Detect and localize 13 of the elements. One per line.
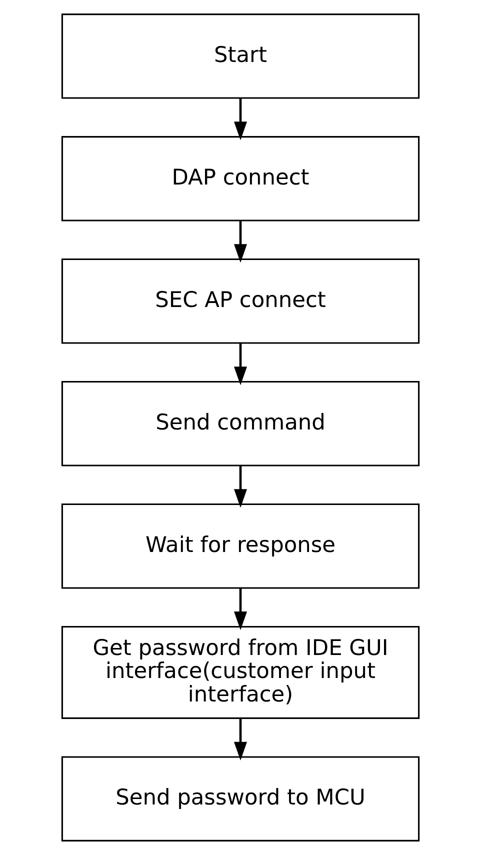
arrow <box>233 588 247 630</box>
node-box: Start <box>60 14 420 99</box>
arrow <box>233 718 247 760</box>
node-box: Wait for response <box>60 503 420 589</box>
arrow <box>233 220 247 263</box>
node-box: DAP connect <box>60 136 420 222</box>
node-box: Get password from IDE GUI interface(customer input interface) <box>60 626 420 719</box>
node-box: SEC AP connect <box>60 258 420 344</box>
node-box: Send password to MCU <box>60 756 420 842</box>
arrow <box>233 98 247 140</box>
arrow <box>233 343 247 386</box>
arrow <box>233 466 247 508</box>
node-box: Send command <box>60 381 420 466</box>
